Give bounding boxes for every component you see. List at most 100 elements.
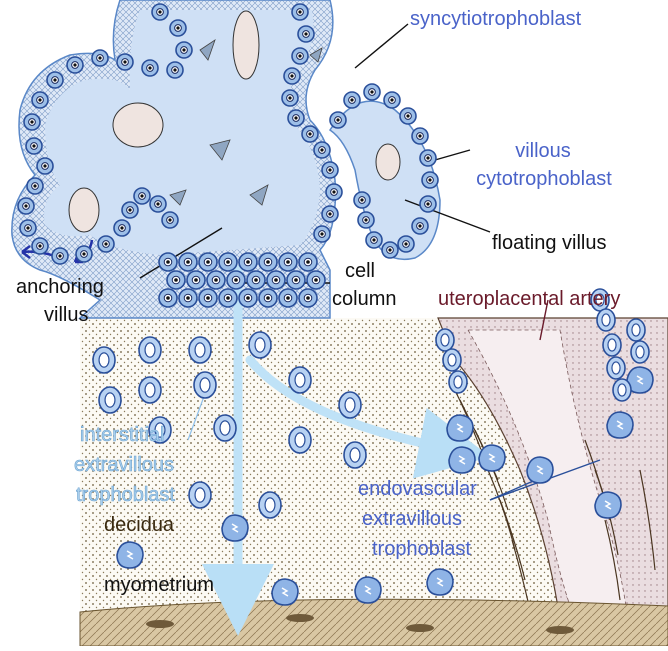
villous-cytotrophoblast-cell [288, 110, 304, 126]
artery-lining-cell [597, 309, 615, 331]
villous-cytotrophoblast-cell [134, 188, 150, 204]
interstitial-trophoblast-cell [189, 337, 211, 363]
interstitial-trophoblast-cell [99, 387, 121, 413]
villous-cytotrophoblast-cell [92, 50, 108, 66]
label-trophoblast-endovascular: trophoblast [372, 538, 471, 560]
cell-column-cell [239, 289, 257, 307]
villous-cytotrophoblast-cell [422, 172, 438, 188]
villous-cytotrophoblast-cell [20, 220, 36, 236]
cell-column-cell [179, 253, 197, 271]
villous-cytotrophoblast-cell [284, 68, 300, 84]
endovascular-trophoblast-cell [272, 579, 298, 605]
cell-column-cell [159, 289, 177, 307]
label-syncytiotrophoblast: syncytiotrophoblast [410, 8, 581, 30]
villous-cytotrophoblast-cell [314, 226, 330, 242]
villous-cytotrophoblast-cell [167, 62, 183, 78]
cell-column-cell [239, 253, 257, 271]
villous-cytotrophoblast-cell [122, 202, 138, 218]
cell-column-cell [299, 289, 317, 307]
interstitial-trophoblast-cell [93, 347, 115, 373]
label-extravillous-interstitial: extravillous [74, 454, 174, 476]
villous-cytotrophoblast-cell [314, 142, 330, 158]
villous-cytotrophoblast-cell [344, 92, 360, 108]
cell-column-cell [299, 253, 317, 271]
endovascular-trophoblast-cell [527, 457, 553, 483]
villous-cytotrophoblast-cell [364, 84, 380, 100]
label-cytotrophoblast: cytotrophoblast [474, 168, 614, 190]
villous-cytotrophoblast-cell [170, 20, 186, 36]
label-villous: villous [478, 140, 608, 162]
cell-column-cell [167, 271, 185, 289]
villous-cytotrophoblast-cell [47, 72, 63, 88]
label-column: column [332, 288, 396, 310]
villous-cytotrophoblast-cell [98, 236, 114, 252]
interstitial-trophoblast-cell [194, 372, 216, 398]
endovascular-trophoblast-cell [355, 577, 381, 603]
artery-lining-cell [607, 357, 625, 379]
cell-column-cell [179, 289, 197, 307]
artery-lining-cell [627, 319, 645, 341]
villous-cytotrophoblast-cell [150, 196, 166, 212]
villous-cytotrophoblast-cell [322, 206, 338, 222]
villous-cytotrophoblast-cell [142, 60, 158, 76]
interstitial-trophoblast-cell [259, 492, 281, 518]
interstitial-trophoblast-cell [289, 427, 311, 453]
cell-column-cell [279, 289, 297, 307]
cell-column-cell [279, 253, 297, 271]
villous-cytotrophoblast-cell [76, 246, 92, 262]
label-uteroplacental-artery: uteroplacental artery [438, 288, 620, 310]
villous-cytotrophoblast-cell [322, 162, 338, 178]
villous-cytotrophoblast-cell [292, 48, 308, 64]
villous-cytotrophoblast-cell [52, 248, 68, 264]
villous-cytotrophoblast-cell [114, 220, 130, 236]
cell-column-cell [199, 253, 217, 271]
cell-column-cell [259, 289, 277, 307]
villous-cytotrophoblast-cell [26, 138, 42, 154]
interstitial-trophoblast-cell [139, 337, 161, 363]
label-trophoblast-interstitial: trophoblast [76, 484, 175, 506]
villous-cytotrophoblast-cell [330, 112, 346, 128]
endovascular-trophoblast-cell [607, 412, 633, 438]
villous-cytotrophoblast-cell [412, 128, 428, 144]
endovascular-trophoblast-cell [449, 447, 475, 473]
villous-cytotrophoblast-cell [24, 114, 40, 130]
cell-column-cell [247, 271, 265, 289]
villous-cytotrophoblast-cell [358, 212, 374, 228]
cell-column-cell [259, 253, 277, 271]
artery-lining-cell [443, 349, 461, 371]
villous-cytotrophoblast-cell [18, 198, 34, 214]
cell-column-cell [227, 271, 245, 289]
interstitial-trophoblast-cell [189, 482, 211, 508]
villous-cytotrophoblast-cell [176, 42, 192, 58]
villous-cytotrophoblast-cell [37, 158, 53, 174]
villous-cytotrophoblast-cell [398, 236, 414, 252]
villous-cytotrophoblast-cell [384, 92, 400, 108]
label-decidua: decidua [104, 514, 174, 536]
artery-lining-cell [436, 329, 454, 351]
endovascular-trophoblast-cell [222, 515, 248, 541]
label-myometrium: myometrium [104, 574, 214, 596]
villous-cytotrophoblast-cell [412, 218, 428, 234]
villous-cytotrophoblast-cell [382, 242, 398, 258]
villous-cytotrophoblast-cell [162, 212, 178, 228]
artery-lining-cell [603, 334, 621, 356]
interstitial-trophoblast-cell [214, 415, 236, 441]
endovascular-trophoblast-cell [427, 569, 453, 595]
artery-lining-cell [631, 341, 649, 363]
cell-column-cell [267, 271, 285, 289]
endovascular-trophoblast-cell [595, 492, 621, 518]
villous-cytotrophoblast-cell [32, 92, 48, 108]
interstitial-trophoblast-cell [249, 332, 271, 358]
villous-cytotrophoblast-cell [152, 4, 168, 20]
cell-column-cell [187, 271, 205, 289]
cell-column-cell [307, 271, 325, 289]
endovascular-trophoblast-cell [447, 415, 473, 441]
label-endovascular: endovascular [358, 478, 477, 500]
villous-cytotrophoblast-cell [420, 150, 436, 166]
villous-cytotrophoblast-cell [27, 178, 43, 194]
label-cell: cell [330, 260, 390, 282]
cell-column-cell [199, 289, 217, 307]
villous-cytotrophoblast-cell [292, 4, 308, 20]
villous-cytotrophoblast-cell [67, 57, 83, 73]
